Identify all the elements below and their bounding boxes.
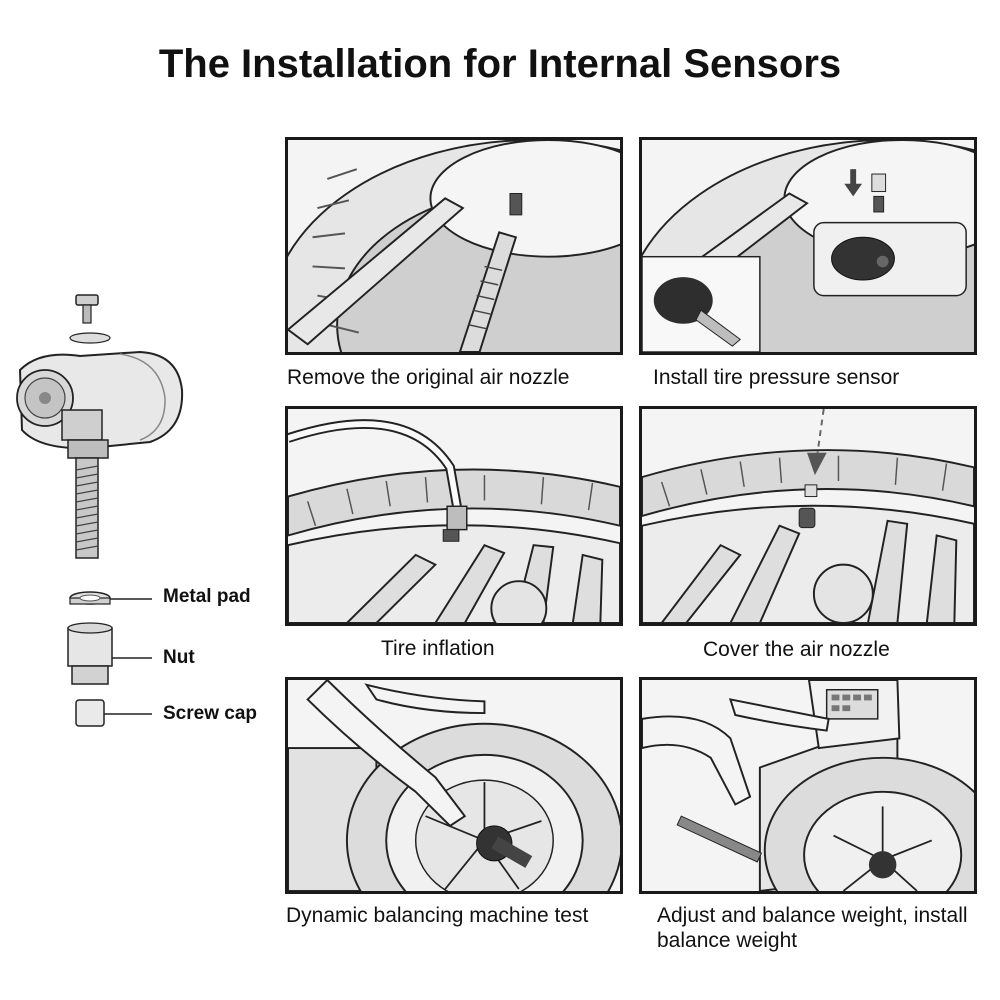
step-caption-2: Install tire pressure sensor — [653, 366, 900, 389]
balance-weight-illustration — [642, 680, 974, 891]
nut-label: Nut — [163, 647, 195, 668]
step-caption-1: Remove the original air nozzle — [287, 366, 570, 389]
screw-cap-label: Screw cap — [163, 703, 257, 724]
balancing-test-illustration — [288, 680, 620, 891]
sensor-parts-diagram: Metal pad Nut Screw cap — [0, 280, 285, 740]
step-panel-tire-inflation — [285, 406, 623, 626]
metal-pad-label: Metal pad — [163, 586, 251, 607]
remove-nozzle-illustration — [288, 140, 620, 352]
step-panel-remove-nozzle — [285, 137, 623, 355]
step-caption-4: Cover the air nozzle — [703, 638, 890, 661]
step-caption-6: Adjust and balance weight, install balan… — [657, 904, 968, 952]
step-panel-cover-nozzle — [639, 406, 977, 626]
step-caption-5: Dynamic balancing machine test — [286, 904, 589, 927]
tire-inflation-illustration — [288, 419, 620, 623]
step-caption-3: Tire inflation — [381, 637, 495, 660]
step-panel-balance-weight — [639, 677, 977, 894]
sensor-exploded-illustration — [16, 294, 184, 727]
cover-nozzle-illustration — [642, 409, 974, 623]
step-panel-install-sensor — [639, 137, 977, 355]
install-sensor-illustration — [642, 140, 974, 352]
page-title: The Installation for Internal Sensors — [158, 42, 842, 86]
step-panel-balancing-test — [285, 677, 623, 894]
